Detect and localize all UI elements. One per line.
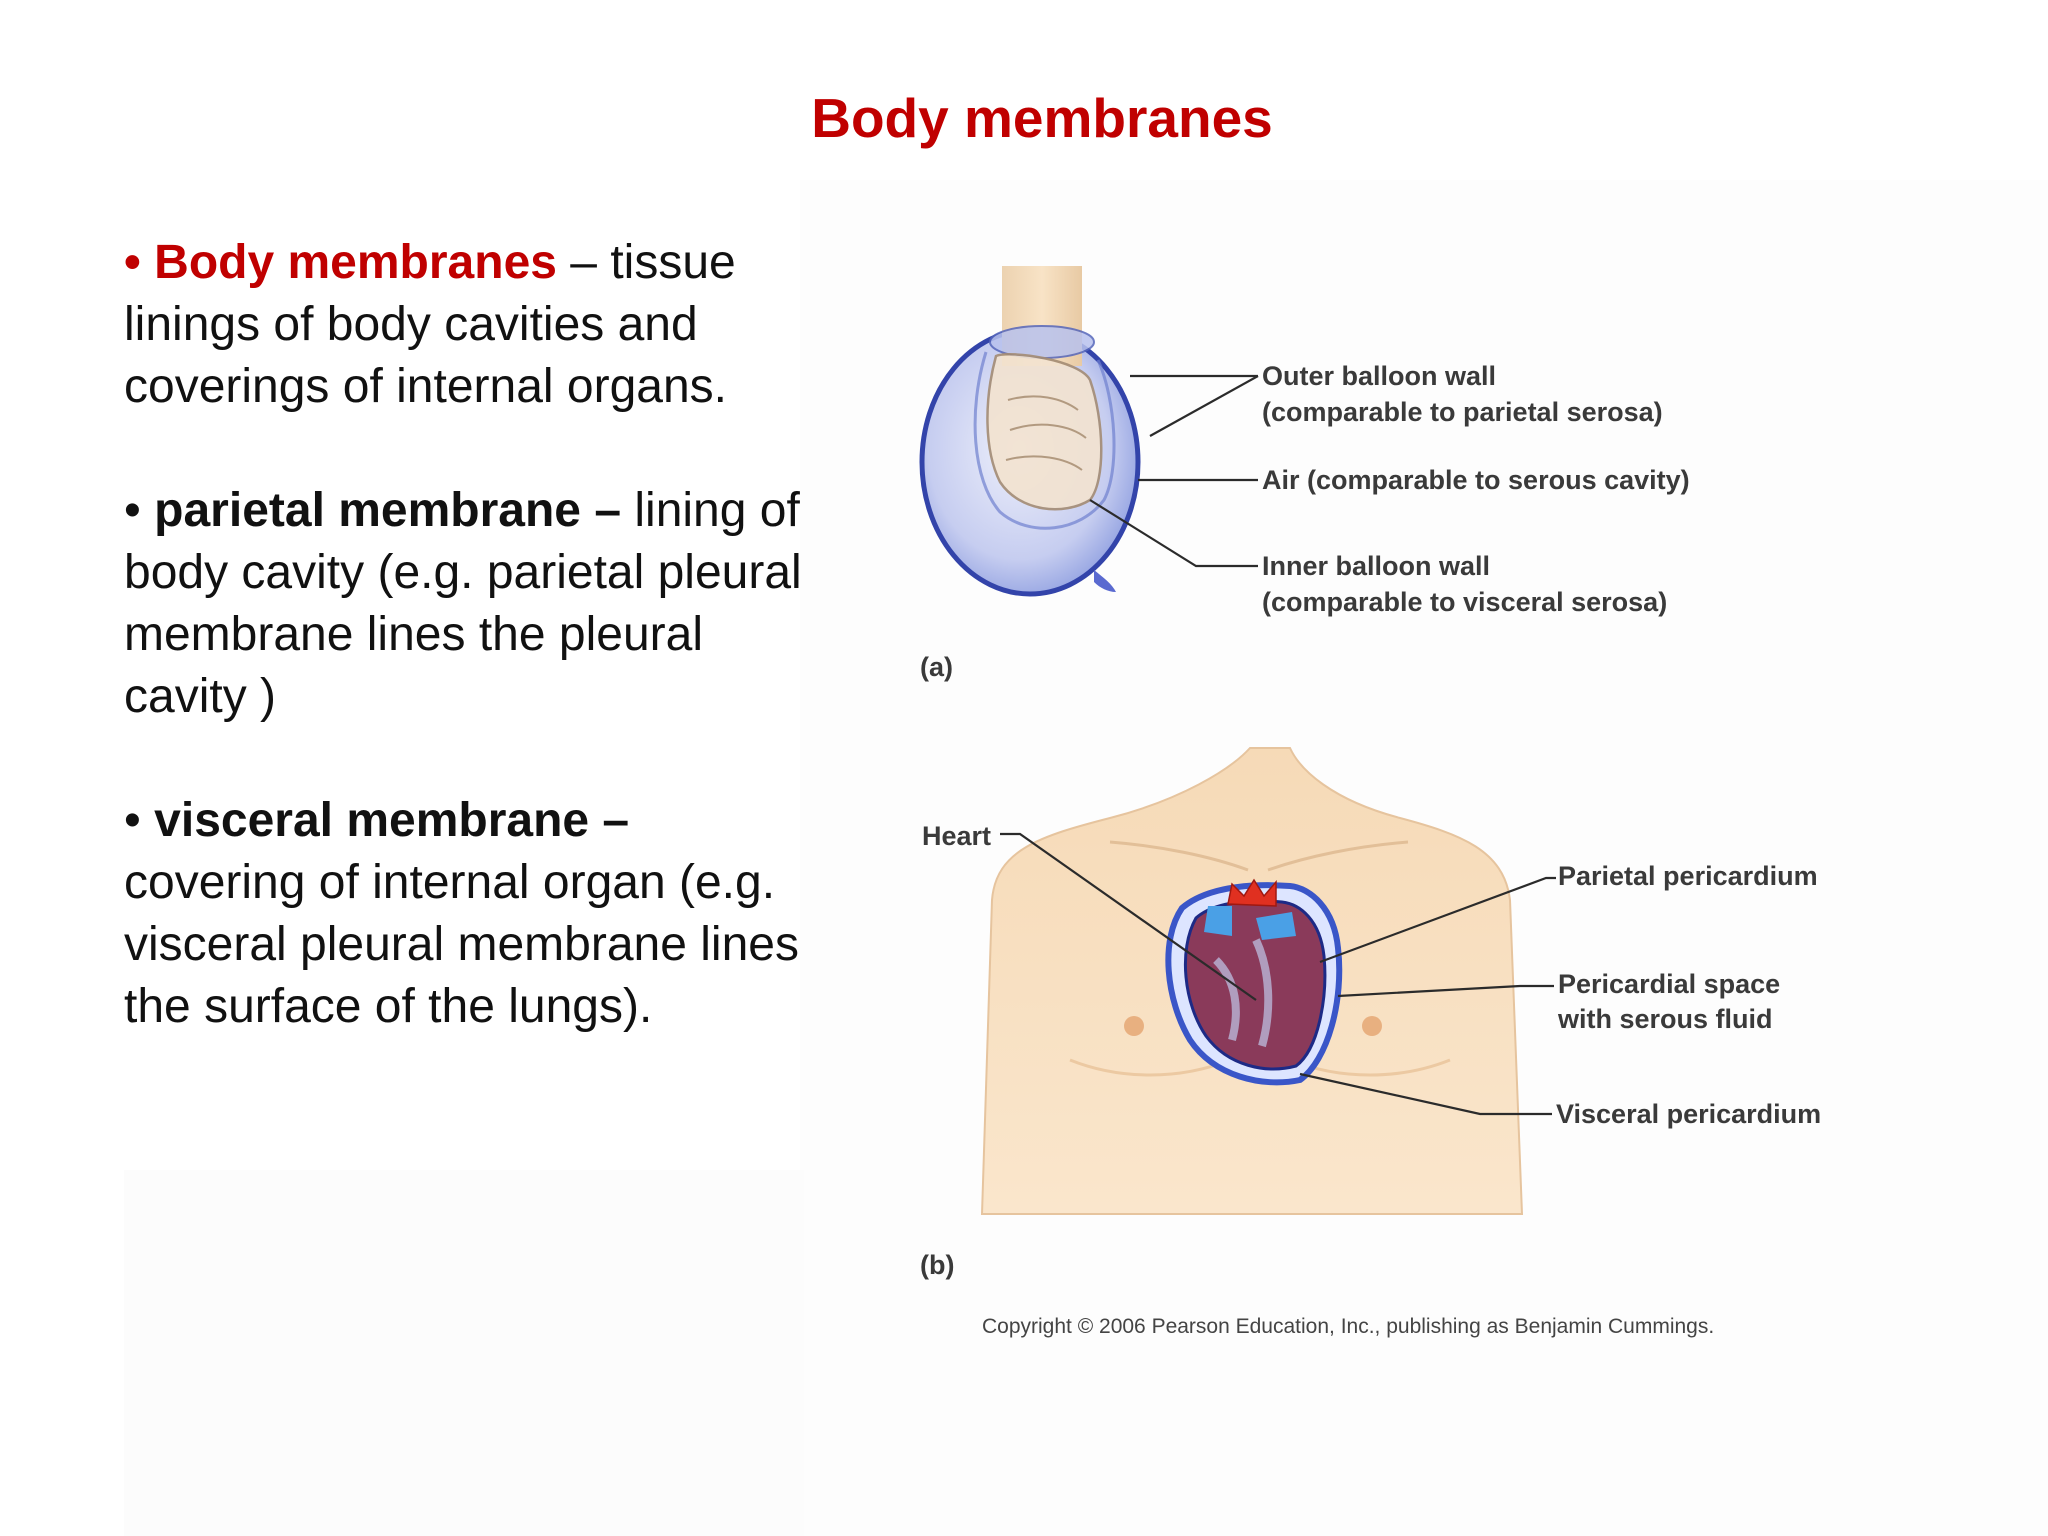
panel-b-labels: Heart Parietal pericardium Pericardial s… [920, 821, 1821, 1280]
label-pericardial-space: Pericardial space [1558, 969, 1780, 999]
finger-lines [1005, 395, 1087, 471]
bullet-marker: • [124, 794, 141, 847]
label-visceral-serosa: (comparable to visceral serosa) [1262, 587, 1667, 617]
inner-balloon-wall [973, 351, 1116, 530]
label-air: Air (comparable to serous cavity) [1262, 465, 1690, 495]
bullet-marker: • [124, 236, 141, 289]
bullet-list: • Body membranes – tissue linings of bod… [124, 232, 804, 1100]
label-visceral-pericardium: Visceral pericardium [1556, 1099, 1821, 1129]
heart [1183, 899, 1327, 1071]
label-serous-fluid: with serous fluid [1557, 1004, 1773, 1034]
aortic-arch [1227, 878, 1277, 907]
bullet-marker: • [124, 484, 141, 537]
label-heart: Heart [922, 821, 991, 851]
panel-a-leader-lines [1089, 374, 1259, 568]
panel-a-tag: (a) [920, 652, 953, 682]
definition-parietal-membrane: lining of body cavity (e.g. parietal ple… [124, 484, 802, 723]
text-background [124, 1170, 804, 1536]
balloon-knot [1094, 570, 1116, 592]
term-body-membranes: Body membranes [154, 236, 557, 289]
bullet-visceral-membrane: • visceral membrane – covering of intern… [124, 790, 804, 1038]
term-parietal-membrane: parietal membrane – [154, 484, 622, 537]
fist [986, 353, 1103, 511]
label-outer-balloon-wall: Outer balloon wall [1262, 361, 1496, 391]
definition-body-membranes: – tissue linings of body cavities and co… [124, 236, 736, 413]
slide-title: Body membranes [811, 87, 1273, 149]
panel-b-tag: (b) [920, 1250, 954, 1280]
heart-illustration [1165, 878, 1343, 1086]
vena-cava [1204, 906, 1232, 936]
clavicle-lines [1109, 840, 1409, 872]
definition-visceral-membrane: covering of internal organ (e.g. viscera… [124, 856, 799, 1033]
heart-chamber-highlights [1213, 938, 1273, 1048]
balloon-illustration [919, 266, 1141, 597]
right-nipple [1362, 1016, 1382, 1036]
label-parietal-serosa: (comparable to parietal serosa) [1262, 397, 1663, 427]
copyright-notice: Copyright © 2006 Pearson Education, Inc.… [982, 1315, 1714, 1338]
label-parietal-pericardium: Parietal pericardium [1558, 861, 1818, 891]
left-nipple [1124, 1016, 1144, 1036]
bullet-body-membranes: • Body membranes – tissue linings of bod… [124, 232, 804, 418]
bullet-parietal-membrane: • parietal membrane – lining of body cav… [124, 480, 804, 728]
pulmonary-trunk [1256, 912, 1296, 940]
label-inner-balloon-wall: Inner balloon wall [1262, 551, 1490, 581]
term-visceral-membrane: visceral membrane – [154, 794, 630, 847]
panel-b-leader-lines [1000, 832, 1556, 1116]
panel-a-labels: Outer balloon wall (comparable to pariet… [920, 361, 1690, 682]
